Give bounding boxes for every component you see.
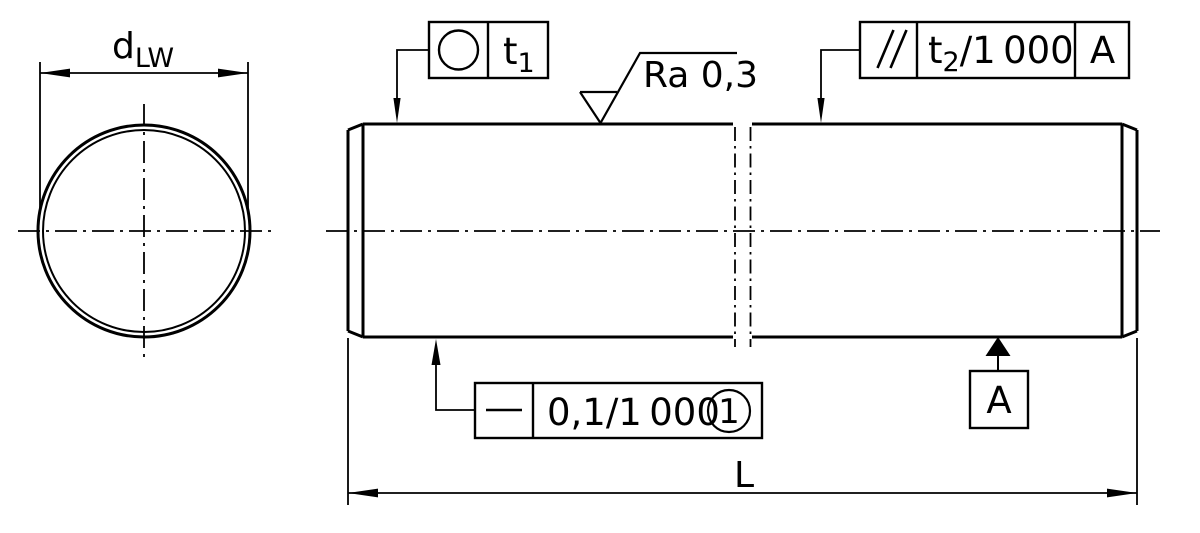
datum-flag: A bbox=[968, 337, 1030, 430]
feature-control-frame bbox=[473, 381, 764, 440]
circularity-icon bbox=[437, 29, 480, 71]
parallelism-callout: t2/1 000 A bbox=[817, 20, 1131, 123]
length-dimension: L bbox=[347, 338, 1138, 505]
arrow-right-icon bbox=[218, 68, 248, 78]
circularity-tolerance: t1 bbox=[503, 30, 535, 79]
circularity-callout: t1 bbox=[393, 20, 550, 123]
tolerance-rest: /1 000 bbox=[960, 29, 1074, 72]
side-view bbox=[326, 122, 1160, 347]
leader-line bbox=[820, 49, 860, 100]
length-label: L bbox=[734, 455, 754, 496]
leader-arrow-icon bbox=[393, 98, 401, 123]
leader-arrow-icon bbox=[817, 98, 825, 123]
tolerance-main: t bbox=[503, 30, 518, 73]
leader-arrow-icon bbox=[431, 339, 441, 365]
roughness-value: Ra 0,3 bbox=[643, 55, 758, 96]
leader-line bbox=[435, 365, 475, 411]
shaft-right-end bbox=[1120, 122, 1139, 339]
datum-label: A bbox=[986, 379, 1011, 422]
shaft-left-end bbox=[346, 122, 365, 339]
parallelism-icon bbox=[876, 29, 908, 69]
roughness-icon bbox=[579, 51, 737, 126]
leader-line bbox=[396, 49, 429, 100]
datum-triangle-icon bbox=[985, 337, 1011, 356]
diameter-label: dLW bbox=[112, 26, 174, 74]
straightness-tolerance: 0,1/1 000 bbox=[547, 391, 720, 434]
datum-reference: A bbox=[1090, 29, 1115, 72]
end-view: dLW bbox=[18, 26, 272, 358]
tolerance-subscript: 2 bbox=[943, 47, 960, 78]
note-circle-icon bbox=[706, 388, 752, 434]
diameter-label-subscript: LW bbox=[135, 43, 174, 74]
diameter-label-main: d bbox=[112, 26, 135, 67]
roughness-callout: Ra 0,3 bbox=[579, 51, 758, 126]
diameter-dimension: dLW bbox=[39, 26, 249, 213]
parallelism-tolerance: t2/1 000 bbox=[928, 29, 1074, 78]
arrow-left-icon bbox=[40, 68, 70, 78]
tolerance-subscript: 1 bbox=[518, 48, 535, 79]
arrow-left-icon bbox=[348, 488, 378, 498]
datum-box bbox=[968, 369, 1030, 430]
tolerance-main: t bbox=[928, 29, 943, 72]
frame-dividers bbox=[915, 22, 1077, 78]
arrow-right-icon bbox=[1107, 488, 1137, 498]
straightness-callout: 0,1/1 000 1 bbox=[431, 339, 764, 440]
note-number: 1 bbox=[718, 392, 740, 432]
